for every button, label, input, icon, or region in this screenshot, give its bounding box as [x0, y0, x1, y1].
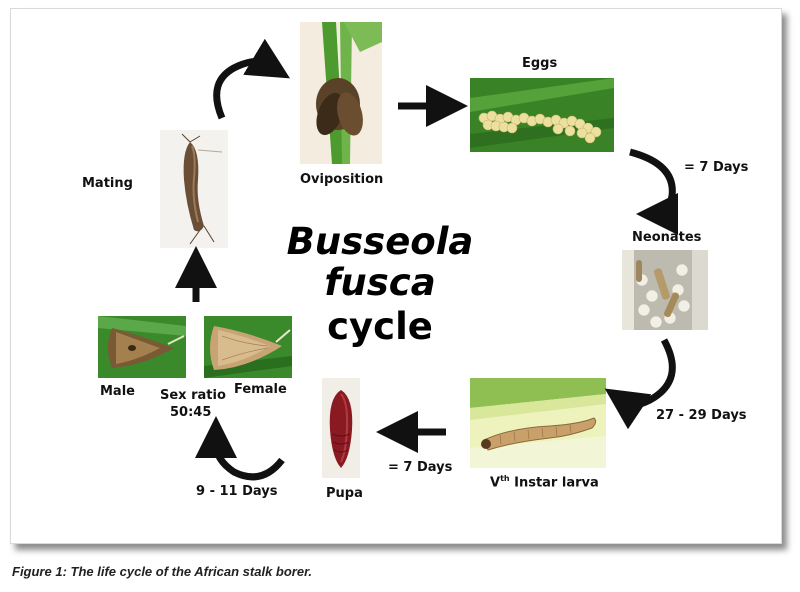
label-pupa-duration: 9 - 11 Days [196, 484, 278, 499]
pupa-photo [322, 378, 360, 478]
larva-suffix: th [500, 474, 510, 483]
oviposition-photo [300, 22, 382, 164]
male-moth-photo [98, 316, 186, 378]
arrow-pupa-to-adults [195, 416, 285, 481]
label-mating: Mating [82, 176, 133, 191]
mating-photo [160, 130, 228, 248]
larva-rest: Instar larva [509, 475, 599, 491]
label-pupa: Pupa [326, 486, 363, 501]
neonates-photo [622, 250, 708, 330]
label-neonates-duration: 27 - 29 Days [656, 408, 747, 423]
arrow-neonates-to-larva [604, 338, 676, 430]
label-eggs: Eggs [522, 56, 558, 71]
label-female: Female [234, 382, 287, 397]
label-larva-duration: = 7 Days [388, 460, 453, 475]
arrow-mating-to-oviposition [213, 38, 291, 120]
female-moth-photo [204, 316, 292, 378]
larva-numeral: V [490, 475, 501, 491]
label-neonates: Neonates [632, 230, 702, 245]
label-oviposition: Oviposition [300, 172, 384, 187]
eggs-photo [470, 78, 614, 152]
label-sex-ratio-value: 50:45 [170, 405, 212, 420]
label-male: Male [100, 384, 135, 399]
arrow-eggs-to-neonates [629, 148, 679, 235]
figure-caption: Figure 1: The life cycle of the African … [12, 564, 313, 579]
label-sex-ratio: Sex ratio [160, 388, 226, 403]
label-larva: Vth Instar larva [490, 474, 599, 490]
title-cycle: cycle [327, 305, 433, 349]
title-species: Busseola fusca [286, 220, 474, 304]
larva-photo [470, 378, 606, 468]
diagram-title: Busseola fusca cycle [240, 220, 520, 349]
label-eggs-duration: = 7 Days [684, 160, 749, 175]
